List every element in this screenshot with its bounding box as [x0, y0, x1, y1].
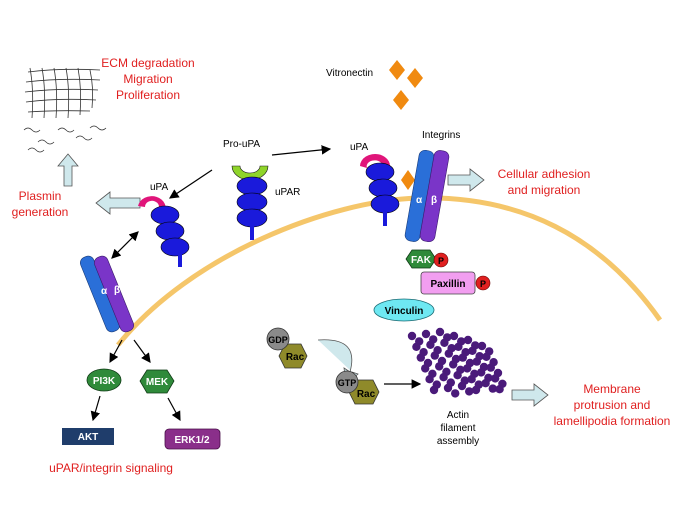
left-integrin — [80, 255, 134, 333]
arrow-to-mek — [133, 339, 151, 363]
vinculin-label: Vinculin — [385, 306, 424, 317]
pro-upa-icon — [231, 165, 269, 181]
left-upa-label: uPA — [150, 182, 168, 193]
integrins-label: Integrins — [422, 130, 460, 141]
bound-vitronectin-icon — [401, 170, 415, 190]
arrow-to-left-upa — [169, 169, 213, 199]
ecm-mesh-icon — [23, 67, 107, 153]
proliferation-label: Proliferation — [116, 88, 180, 102]
rac-gdp-node — [278, 343, 308, 369]
pro-upa-label: Pro-uPA — [223, 139, 260, 150]
lamellipodia-label: lamellipodia formation — [554, 414, 671, 428]
paxillin-node — [420, 271, 476, 295]
paxillin-phospho-icon — [475, 275, 491, 291]
pi3k-label: PI3K — [93, 376, 116, 387]
left-beta-label: β — [114, 285, 120, 296]
filament-label: filament — [440, 423, 475, 434]
right-alpha-label: α — [416, 195, 423, 206]
interaction-double-arrow — [111, 231, 139, 259]
vinculin-node — [373, 298, 435, 322]
actin-filaments-icon — [407, 327, 507, 398]
mek-label: MEK — [146, 377, 169, 388]
left-upar-receptor — [150, 205, 190, 267]
akt-label: AKT — [78, 432, 99, 443]
cellular-adhesion-label: Cellular adhesion — [498, 167, 591, 181]
left-alpha-label: α — [101, 286, 108, 297]
arrow-to-pi3k — [109, 339, 123, 364]
and-migration-label: and migration — [508, 183, 581, 197]
membrane-label: Membrane — [583, 382, 641, 396]
erk-node — [164, 428, 221, 450]
gtp-label: GTP — [338, 378, 357, 388]
gtp-node — [335, 370, 359, 394]
vitronectin-icon — [389, 60, 423, 110]
paxillin-label: Paxillin — [430, 279, 465, 290]
actin-label: Actin — [447, 410, 469, 421]
arrow-to-erk — [167, 397, 181, 422]
protrusion-label: protrusion and — [574, 398, 651, 412]
right-upar-receptor — [365, 162, 400, 226]
up-block-arrow — [57, 153, 79, 187]
central-upar-receptor — [231, 165, 269, 240]
rac-gdp-label: Rac — [286, 352, 305, 363]
gdp-node — [266, 327, 290, 351]
upar-label: uPAR — [275, 187, 300, 198]
rac-gtp-label: Rac — [357, 389, 376, 400]
right-integrin — [404, 149, 450, 243]
gdp-label: GDP — [268, 335, 288, 345]
vitronectin-label: Vitronectin — [326, 68, 373, 79]
signaling-label: uPAR/integrin signaling — [49, 461, 173, 475]
plasmin-label: Plasmin — [19, 189, 62, 203]
left-block-arrow — [95, 191, 141, 215]
right-upa-icon — [360, 154, 390, 172]
arrow-to-right-upa — [271, 145, 332, 156]
cell-membrane — [116, 195, 663, 347]
erk-label: ERK1/2 — [174, 435, 209, 446]
arrow-to-akt — [90, 395, 101, 422]
fak-phospho-label: P — [438, 256, 444, 266]
pi3k-node — [86, 368, 122, 392]
assembly-label: assembly — [437, 436, 479, 447]
fak-label: FAK — [411, 255, 432, 266]
ecm-degradation-label: ECM degradation — [101, 56, 194, 70]
akt-node — [62, 428, 114, 445]
migration-label: Migration — [123, 72, 172, 86]
right-beta-label: β — [431, 195, 437, 206]
paxillin-phospho-label: P — [480, 279, 486, 289]
fak-node — [405, 249, 437, 269]
membrane-block-arrow — [511, 383, 549, 407]
right-upa-label: uPA — [350, 142, 368, 153]
right-block-arrow — [447, 168, 485, 192]
fak-phospho-icon — [433, 252, 449, 268]
mek-node — [139, 369, 175, 394]
plasmin-generation-label: generation — [12, 205, 69, 219]
